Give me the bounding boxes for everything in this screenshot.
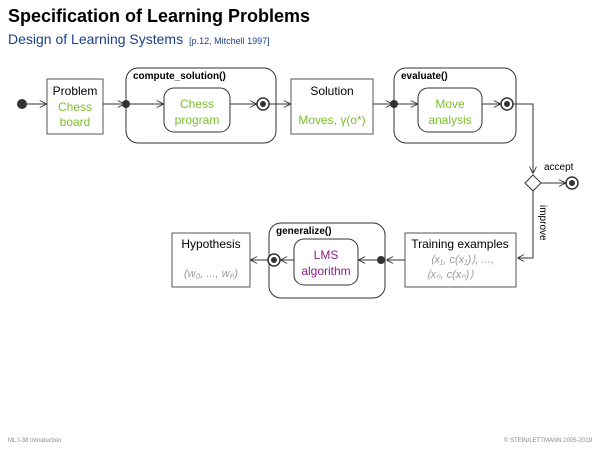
hypothesis-label: Hypothesis <box>181 237 240 251</box>
edge-decision-improve <box>518 191 534 258</box>
hypothesis-detail: (w₀, ..., wₚ) <box>184 268 238 280</box>
accept-label: accept <box>544 162 574 173</box>
compute-solution-activity: compute_solution() Chess program <box>122 67 277 144</box>
solution-box: Solution Moves, γ(o*) <box>290 78 374 135</box>
generalize-initial-node <box>377 256 385 264</box>
edge-evaluate-to-decision <box>513 103 533 173</box>
generalize-line2: algorithm <box>301 264 350 278</box>
decision-node <box>524 174 542 192</box>
compute-line1: Chess <box>180 97 214 111</box>
slide-subtitle: Design of Learning Systems [p.12, Mitchel… <box>8 31 270 47</box>
problem-line2: board <box>60 115 91 129</box>
generalize-activity: generalize() LMS algorithm <box>267 222 386 299</box>
compute-solution-label: compute_solution() <box>133 71 226 82</box>
start-node <box>17 99 27 109</box>
footer-slide-id: ML:I-38 Introduction <box>8 438 62 444</box>
training-label: Training examples <box>411 237 509 251</box>
problem-box: Problem Chess board <box>46 78 104 135</box>
evaluate-initial-node <box>390 100 398 108</box>
slide-title: Specification of Learning Problems <box>8 6 311 26</box>
training-examples-box: Training examples ⟨x₁, c(x₁)⟩, ..., ⟨xₙ,… <box>404 232 517 288</box>
footer-copyright: © STEIN/LETTMANN 2005-2019 <box>503 438 592 444</box>
training-line2: ⟨xₙ, c(xₙ)⟩ <box>426 269 474 281</box>
evaluate-line2: analysis <box>428 113 471 127</box>
evaluate-activity: evaluate() Move analysis <box>390 67 517 144</box>
problem-label: Problem <box>53 84 98 98</box>
hypothesis-box: Hypothesis (w₀, ..., wₚ) <box>171 232 251 288</box>
solution-detail: Moves, γ(o*) <box>298 113 365 127</box>
generalize-label: generalize() <box>276 226 332 237</box>
problem-line1: Chess <box>58 100 92 114</box>
evaluate-label: evaluate() <box>401 71 448 82</box>
generalize-line1: LMS <box>314 248 339 262</box>
compute-line2: program <box>175 113 220 127</box>
subtitle-text: Design of Learning Systems <box>8 31 184 47</box>
reference-citation: [p.12, Mitchell 1997] <box>189 36 270 46</box>
evaluate-line1: Move <box>435 97 465 111</box>
improve-label: improve <box>537 205 548 241</box>
compute-initial-node <box>122 100 130 108</box>
training-line1: ⟨x₁, c(x₁)⟩, ..., <box>430 254 494 266</box>
solution-label: Solution <box>310 84 353 98</box>
